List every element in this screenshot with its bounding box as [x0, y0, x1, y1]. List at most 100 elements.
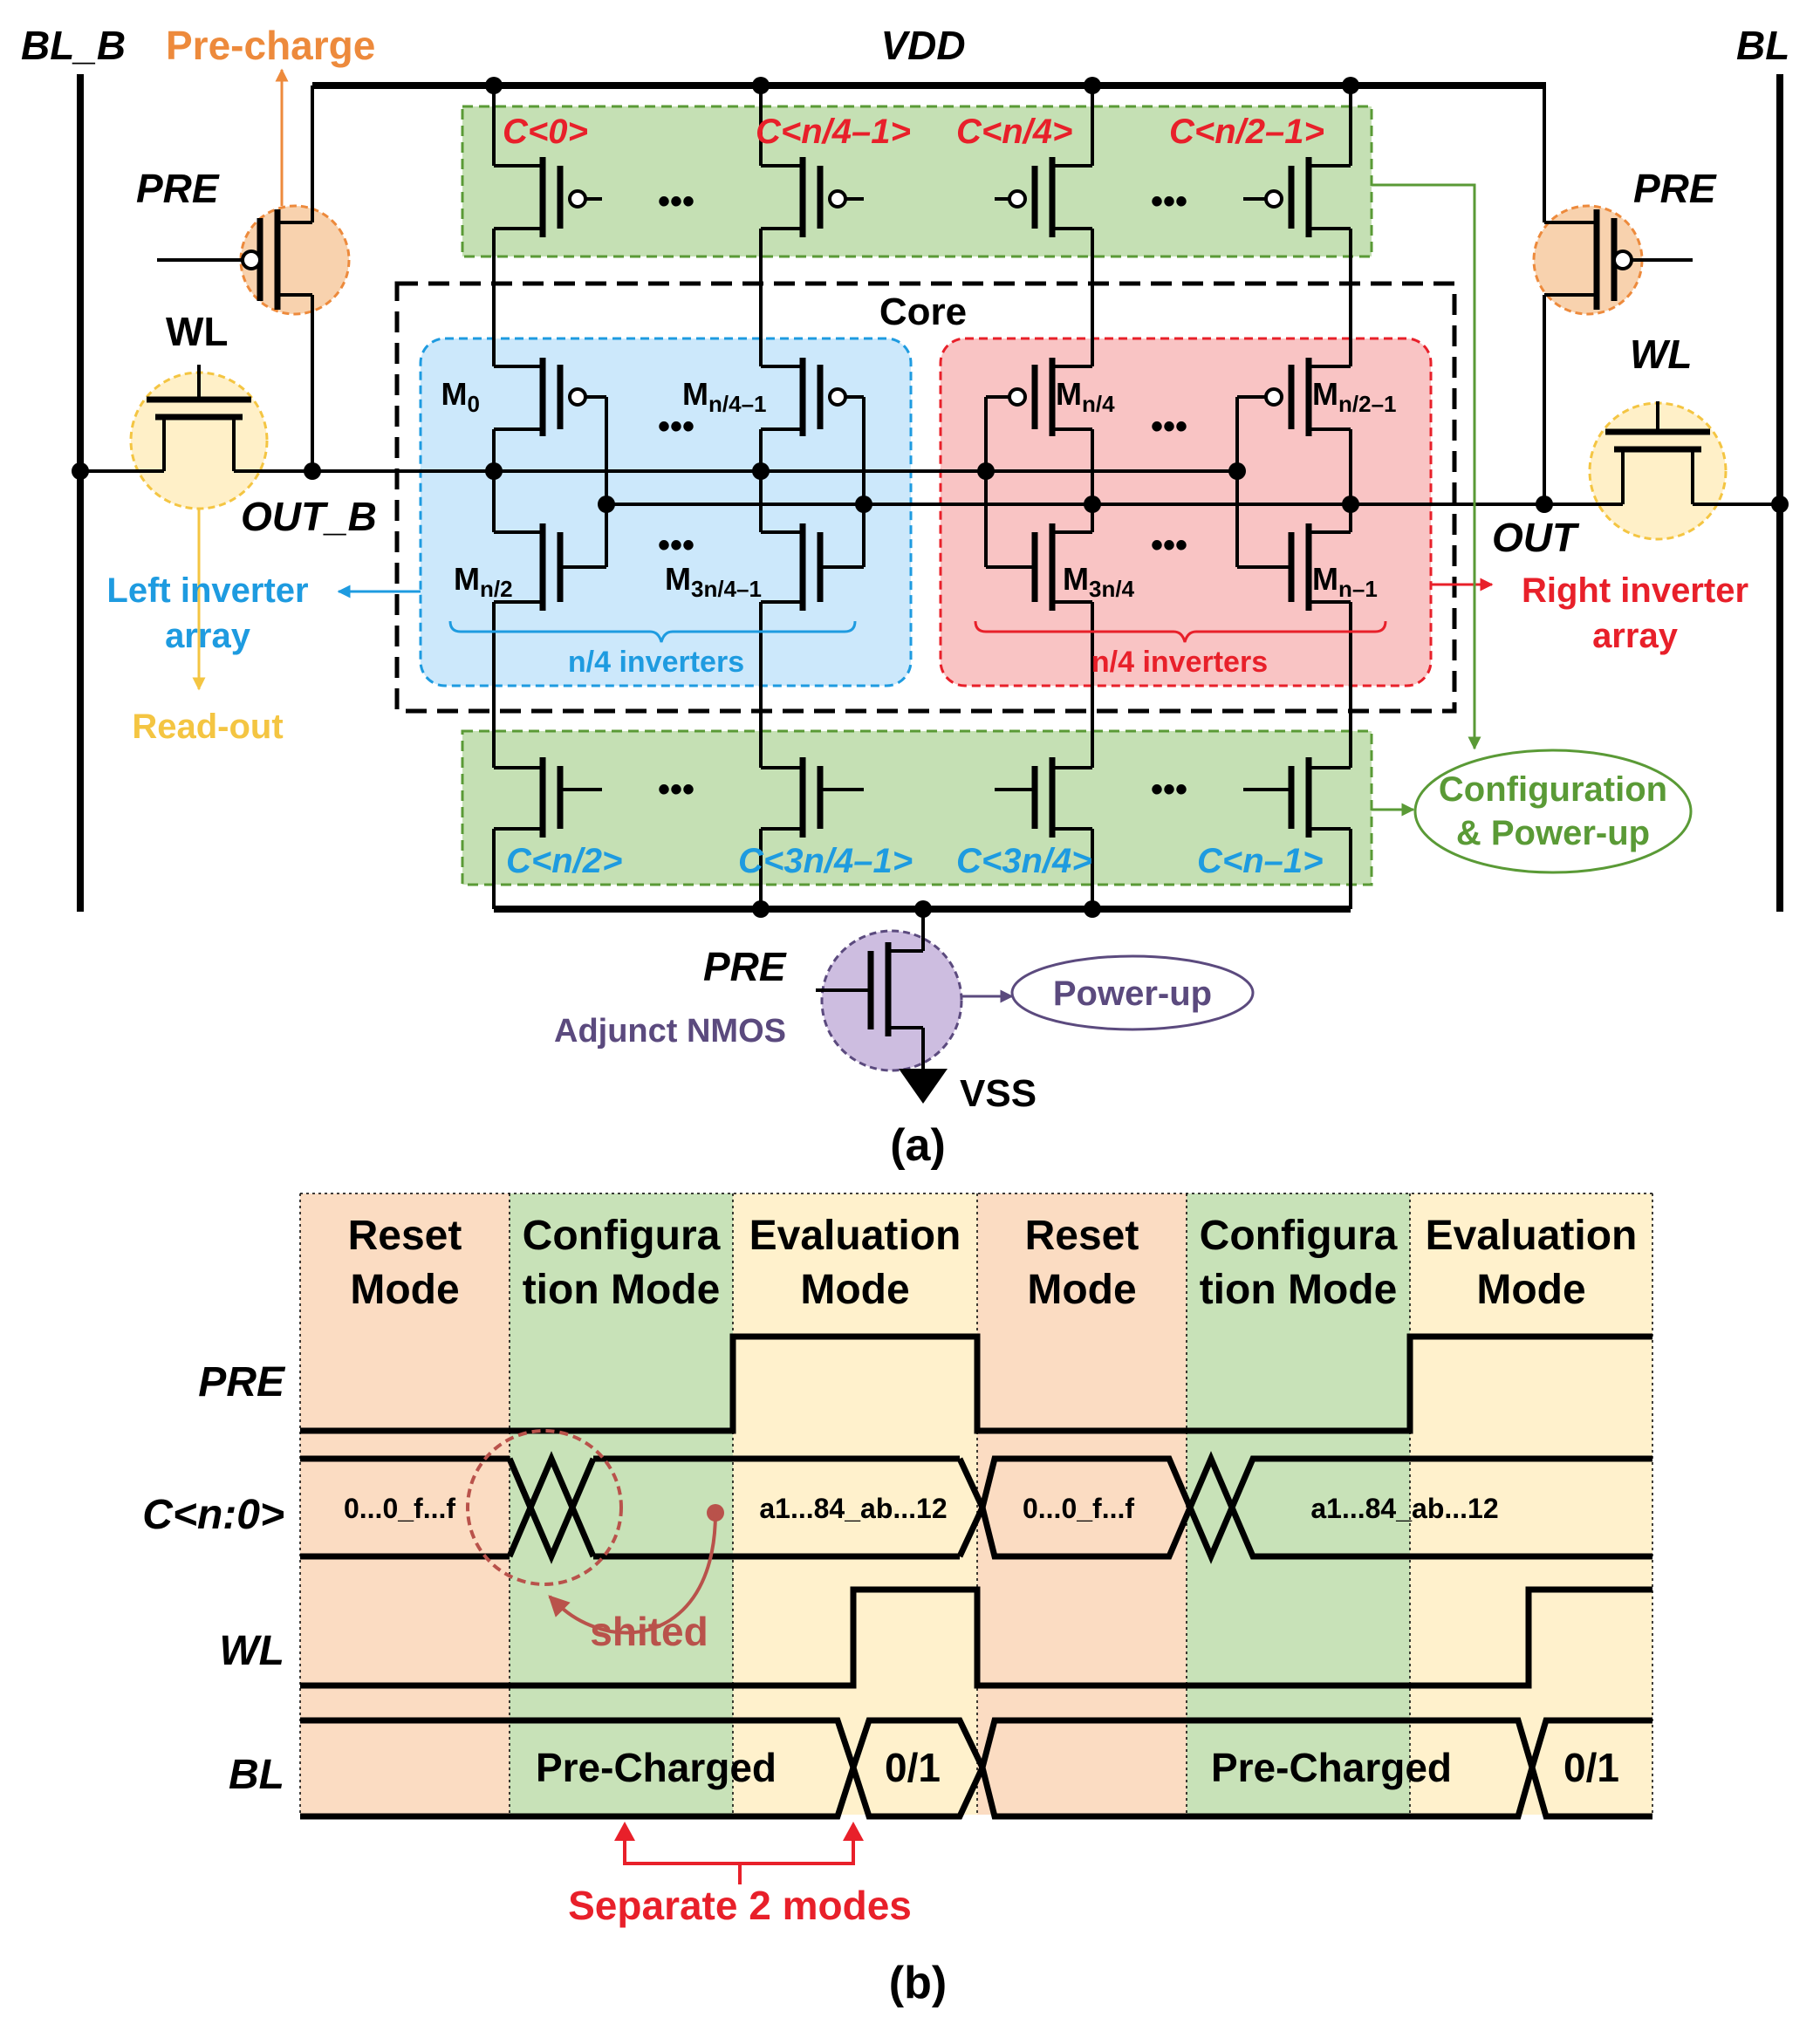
c-value-2: a1...84_ab...12	[759, 1493, 947, 1524]
top-config-region	[461, 105, 1373, 258]
mode-eval-1-l1: Evaluation	[749, 1213, 961, 1259]
caption-b: (b)	[889, 1958, 947, 2008]
c-bus-waveform	[300, 1451, 1652, 1564]
panel-a-circuit: ••• ••• ••• ••• ••• ••• ••• ••• BL_B Pre…	[21, 23, 1789, 1171]
ellipsis-top: •••	[658, 182, 694, 221]
mn-1-label: Mn–1	[1312, 561, 1378, 602]
config-label-cn4: C<n/4>	[956, 113, 1072, 151]
c-value-1: 0...0_f...f	[344, 1493, 455, 1524]
shift-circle	[466, 1429, 623, 1586]
signal-bl: BL	[229, 1752, 284, 1798]
core-inverters	[492, 358, 1352, 768]
mode-bg-eval-1	[733, 1193, 977, 1815]
config-label-cn-1: C<n–1>	[1197, 842, 1324, 880]
vdd-label: VDD	[880, 23, 965, 68]
caption-a: (a)	[890, 1120, 946, 1171]
pre-waveform	[300, 1333, 1652, 1434]
panel-b-timing: Reset Mode Configura tion Mode Evaluatio…	[142, 1193, 1653, 2008]
bl-label: BL	[1736, 23, 1789, 68]
config-label-c3n4: C<3n/4>	[956, 842, 1092, 880]
c-value-4: a1...84_ab...12	[1310, 1493, 1498, 1524]
precharge-left-pmos	[157, 85, 314, 471]
adjunct-nmos-circle	[820, 929, 963, 1072]
core-box	[394, 281, 1457, 714]
mn2-1-label: Mn/2–1	[1312, 376, 1397, 417]
ellipsis-bottom: •••	[658, 770, 694, 809]
config-power-label-1: Configuration	[1439, 770, 1667, 809]
right-array-label-1: Right inverter	[1522, 571, 1748, 610]
m3n4-label: M3n/4	[1063, 561, 1135, 602]
wl-waveform	[300, 1586, 1652, 1689]
separate-label: Separate 2 modes	[568, 1883, 912, 1928]
ellipsis-core-4: •••	[1151, 526, 1187, 564]
precharge-label: Pre-charge	[166, 23, 375, 68]
m3n4-1-label: M3n/4–1	[665, 561, 762, 602]
mn4-1-label: Mn/4–1	[682, 376, 767, 417]
config-label-cn4-1: C<n/4–1>	[756, 113, 911, 151]
junction-dots	[72, 77, 1789, 918]
ellipsis-core-3: •••	[1151, 407, 1187, 446]
mode-reset-1-l2: Mode	[350, 1267, 459, 1313]
config-power-label-2: & Power-up	[1456, 814, 1650, 852]
signal-wl: WL	[219, 1628, 284, 1674]
pre-bottom-label: PRE	[703, 944, 787, 989]
adjunct-label: Adjunct NMOS	[554, 1013, 786, 1050]
power-up-ellipse	[1010, 954, 1255, 1031]
core-label: Core	[879, 291, 967, 333]
mode-config-2-l1: Configura	[1200, 1213, 1398, 1259]
top-config-transistors	[492, 85, 1352, 366]
mode-eval-2-l1: Evaluation	[1426, 1213, 1638, 1259]
left-array-label-2: array	[165, 617, 251, 655]
config-power-ellipse	[1413, 749, 1693, 874]
signal-c: C<n:0>	[142, 1492, 284, 1538]
config-arrow-top	[1372, 183, 1481, 750]
bl-value-2: 0/1	[885, 1745, 941, 1790]
m0-label: M0	[441, 376, 480, 417]
ellipsis-core-2: •••	[658, 526, 694, 564]
bl-value-3: Pre-Charged	[1211, 1745, 1452, 1790]
vss-label: VSS	[960, 1072, 1037, 1115]
wl-left-label: WL	[166, 309, 229, 354]
pre-left-label: PRE	[136, 166, 220, 211]
ellipsis-bottom-right: •••	[1151, 770, 1187, 809]
bl-b-label: BL_B	[21, 23, 126, 68]
mode-bg-eval-2	[1410, 1193, 1652, 1815]
left-brace	[448, 620, 857, 643]
right-array-label-2: array	[1592, 617, 1679, 655]
precharge-left-circle	[239, 204, 351, 316]
mode-bg-reset-1	[300, 1193, 510, 1815]
left-array-label-1: Left inverter	[106, 571, 308, 610]
right-brace	[974, 620, 1387, 643]
config-label-cn2-1: C<n/2–1>	[1169, 113, 1324, 151]
config-label-c0: C<0>	[503, 113, 588, 151]
bottom-config-region	[461, 729, 1373, 886]
mode-config-1-l2: tion Mode	[523, 1267, 721, 1313]
bl-value-4: 0/1	[1563, 1745, 1619, 1790]
signal-pre: PRE	[198, 1359, 286, 1405]
right-brace-label: n/4 inverters	[1091, 646, 1268, 679]
ellipsis-top-right: •••	[1151, 182, 1187, 221]
mode-config-1-l1: Configura	[523, 1213, 721, 1259]
out-b-label: OUT_B	[241, 494, 377, 539]
bl-value-1: Pre-Charged	[536, 1745, 777, 1790]
out-label: OUT	[1492, 515, 1580, 560]
mode-reset-1-l1: Reset	[348, 1213, 462, 1259]
mode-reset-2-l1: Reset	[1025, 1213, 1139, 1259]
shift-arrow	[548, 1512, 717, 1635]
left-brace-label: n/4 inverters	[568, 646, 744, 679]
mode-eval-2-l2: Mode	[1476, 1267, 1585, 1313]
bottom-config-transistors	[492, 757, 1352, 909]
separate-bracket	[623, 1832, 855, 1865]
c-value-3: 0...0_f...f	[1023, 1493, 1134, 1524]
wl-right-label: WL	[1630, 332, 1693, 377]
power-up-label: Power-up	[1053, 974, 1212, 1013]
mn2-label: Mn/2	[454, 561, 513, 602]
mode-bg-reset-2	[977, 1193, 1187, 1815]
readout-label: Read-out	[132, 708, 283, 746]
mode-bg-config-2	[1187, 1193, 1410, 1815]
ellipsis-core-1: •••	[658, 407, 694, 446]
config-label-c3n4-1: C<3n/4–1>	[738, 842, 913, 880]
mode-eval-1-l2: Mode	[800, 1267, 909, 1313]
config-label-cn2: C<n/2>	[506, 842, 622, 880]
